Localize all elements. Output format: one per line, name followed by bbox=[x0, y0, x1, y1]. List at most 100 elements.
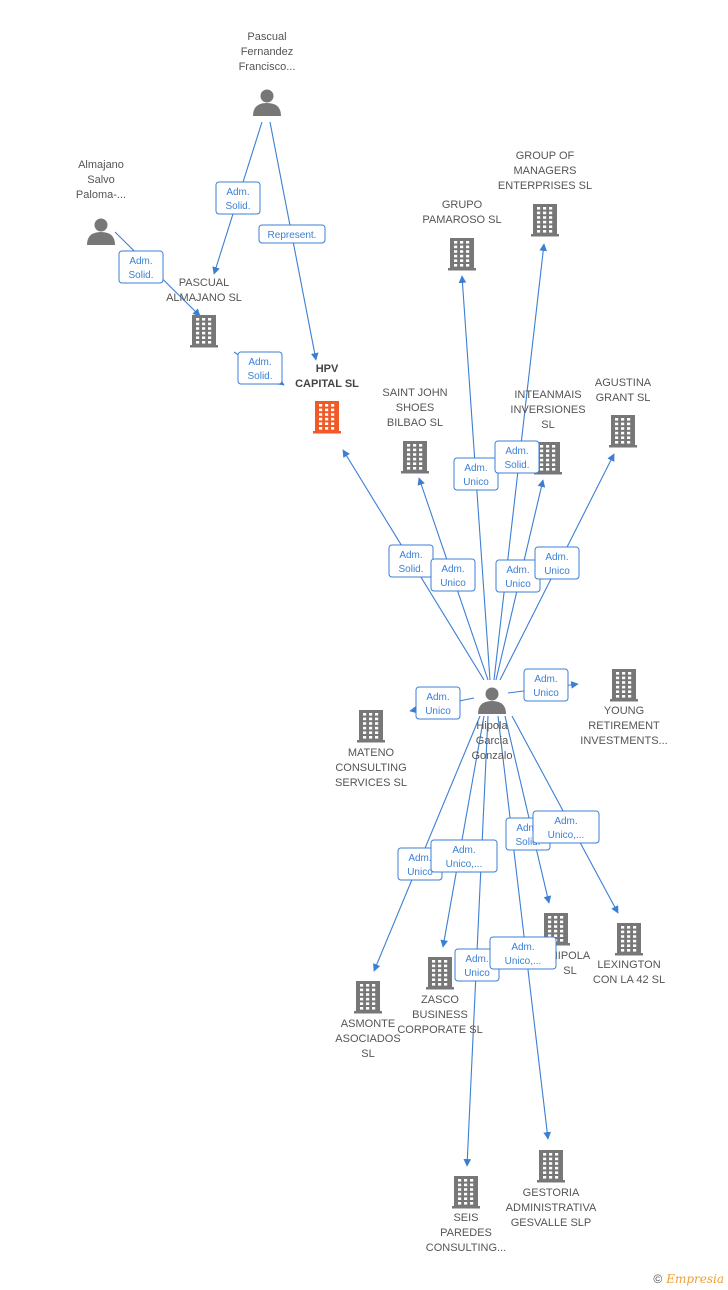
person-icon bbox=[253, 89, 281, 116]
edge-label-badge[interactable]: Adm.Unico bbox=[415, 686, 461, 720]
edge-label-text: Adm. bbox=[506, 565, 529, 576]
edge-label-badge[interactable]: Adm. Solid. bbox=[118, 250, 164, 284]
edge-label-text: Solid. bbox=[128, 270, 153, 281]
node-label: MATENO bbox=[348, 747, 395, 759]
edge-label-badge[interactable]: Represent. bbox=[258, 224, 326, 244]
edge-label-badge[interactable]: Adm.Unico bbox=[430, 558, 476, 592]
building-icon bbox=[448, 238, 476, 271]
edge-label-badge[interactable]: Adm.Unico bbox=[523, 668, 569, 702]
edge-label-text: Unico,... bbox=[446, 859, 483, 870]
brand-logo[interactable]: Empresia bbox=[666, 1272, 724, 1286]
edge-label-text: Adm. bbox=[464, 463, 487, 474]
node-label: SERVICES SL bbox=[335, 777, 407, 789]
node-label: Pascual bbox=[247, 31, 286, 43]
node-label: CAPITAL SL bbox=[295, 378, 359, 390]
edge-label-badge[interactable]: Adm. Unico bbox=[453, 457, 499, 491]
node-label: PAMAROSO SL bbox=[422, 214, 501, 226]
edge-label-text: Unico bbox=[425, 706, 451, 717]
node-label: GESVALLE SLP bbox=[511, 1217, 592, 1229]
edge-label-badge[interactable]: Adm.Unico,... bbox=[489, 936, 557, 970]
node-label: PAREDES bbox=[440, 1227, 492, 1239]
badges-layer: Adm. Solid. Represent. Adm. Solid. Adm. Solid.… bbox=[118, 181, 600, 982]
node-label: Garcia bbox=[476, 735, 509, 747]
edge-label-text: Represent. bbox=[268, 230, 317, 241]
node-label: ZASCO bbox=[421, 994, 459, 1006]
edge-label-text: Adm. bbox=[399, 550, 422, 561]
node-seis_paredes[interactable]: SEISPAREDESCONSULTING... bbox=[426, 1176, 506, 1254]
node-label: CON LA 42 SL bbox=[593, 974, 665, 986]
building-icon bbox=[609, 415, 637, 448]
edge-label-text: Adm. bbox=[452, 845, 475, 856]
node-label: GRANT SL bbox=[596, 392, 651, 404]
node-label: INTEANMAIS bbox=[514, 389, 581, 401]
node-label: GROUP OF bbox=[516, 150, 575, 162]
node-label: Almajano bbox=[78, 159, 124, 171]
edge-label-badge[interactable]: Adm.Unico,... bbox=[532, 810, 600, 844]
person-icon bbox=[87, 218, 115, 245]
node-hpv_capital[interactable]: HPV CAPITAL SL bbox=[295, 363, 359, 434]
edge-hipola_garcia-to-gestoria bbox=[497, 715, 552, 1140]
edge-label-badge[interactable]: Adm.Solid. bbox=[388, 544, 434, 578]
edge-label-text: Unico,... bbox=[505, 956, 542, 967]
node-label: Francisco... bbox=[239, 61, 296, 73]
person-icon bbox=[478, 687, 506, 714]
edge-label-badge[interactable]: Adm.Solid. bbox=[494, 440, 540, 474]
edge-label-badge[interactable]: Adm.Solid. bbox=[215, 181, 261, 215]
node-label: Gonzalo bbox=[472, 750, 513, 762]
node-label: Salvo bbox=[87, 174, 115, 186]
edge-label-text: Unico bbox=[464, 968, 490, 979]
node-label: AGUSTINA bbox=[595, 377, 652, 389]
node-label: MANAGERS bbox=[514, 165, 577, 177]
edge-hipola_garcia-to-asmonte bbox=[373, 715, 481, 972]
node-agustina_grant[interactable]: AGUSTINA GRANT SL bbox=[595, 377, 652, 448]
edge-label-text: Adm. bbox=[129, 256, 152, 267]
node-label: Paloma-... bbox=[76, 189, 126, 201]
node-label: ALMAJANO SL bbox=[166, 292, 242, 304]
edge-label-badge[interactable]: Adm. Unico,... bbox=[430, 839, 498, 873]
node-gestoria[interactable]: GESTORIA ADMINISTRATIVA GESVALLE SLP bbox=[506, 1150, 597, 1229]
node-label: GRUPO bbox=[442, 199, 483, 211]
edge-label-text: Solid. bbox=[247, 371, 272, 382]
node-group_of_managers[interactable]: GROUP OF MANAGERS ENTERPRISES SL bbox=[498, 150, 592, 237]
node-label: SEIS bbox=[453, 1212, 478, 1224]
node-young_retirement[interactable]: YOUNGRETIREMENTINVESTMENTS... bbox=[580, 669, 668, 747]
node-label: GESTORIA bbox=[523, 1187, 580, 1199]
edge-label-badge[interactable]: Adm.Unico bbox=[495, 559, 541, 593]
building-icon bbox=[401, 441, 429, 474]
node-label: SAINT JOHN bbox=[382, 387, 447, 399]
node-almajano_salvo[interactable]: AlmajanoSalvoPaloma-... bbox=[76, 159, 126, 245]
copyright-symbol: © bbox=[653, 1272, 663, 1286]
edge-label-badge[interactable]: Adm.Unico bbox=[534, 546, 580, 580]
building-icon bbox=[190, 315, 218, 348]
node-label: YOUNG bbox=[604, 705, 644, 717]
node-pascual_almajano[interactable]: PASCUAL ALMAJANO SL bbox=[166, 277, 242, 348]
node-label: BILBAO SL bbox=[387, 417, 443, 429]
edge-label-text: Unico bbox=[407, 867, 433, 878]
node-grupo_pamaroso[interactable]: GRUPO PAMAROSO SL bbox=[422, 199, 502, 271]
edge-label-text: Solid. bbox=[515, 837, 540, 848]
edge-label-text: Adm. bbox=[545, 552, 568, 563]
node-label: SL bbox=[541, 419, 554, 431]
node-label: HPV bbox=[316, 363, 339, 375]
edge-label-text: Adm. bbox=[465, 954, 488, 965]
node-label: BUSINESS bbox=[412, 1009, 468, 1021]
node-pascual_fernandez[interactable]: PascualFernandezFrancisco... bbox=[239, 31, 296, 116]
edge-label-text: Unico bbox=[463, 477, 489, 488]
edge-label-text: Adm. bbox=[408, 853, 431, 864]
edge-label-badge[interactable]: Adm.Solid. bbox=[237, 351, 283, 385]
node-label: ADMINISTRATIVA bbox=[506, 1202, 597, 1214]
edge-label-text: Adm. bbox=[516, 823, 539, 834]
node-label: PASCUAL bbox=[179, 277, 230, 289]
building-icon bbox=[537, 1150, 565, 1183]
edge-label-text: Adm. bbox=[534, 674, 557, 685]
node-label: ENTERPRISES SL bbox=[498, 180, 592, 192]
node-label: HIPOLA bbox=[550, 950, 591, 962]
